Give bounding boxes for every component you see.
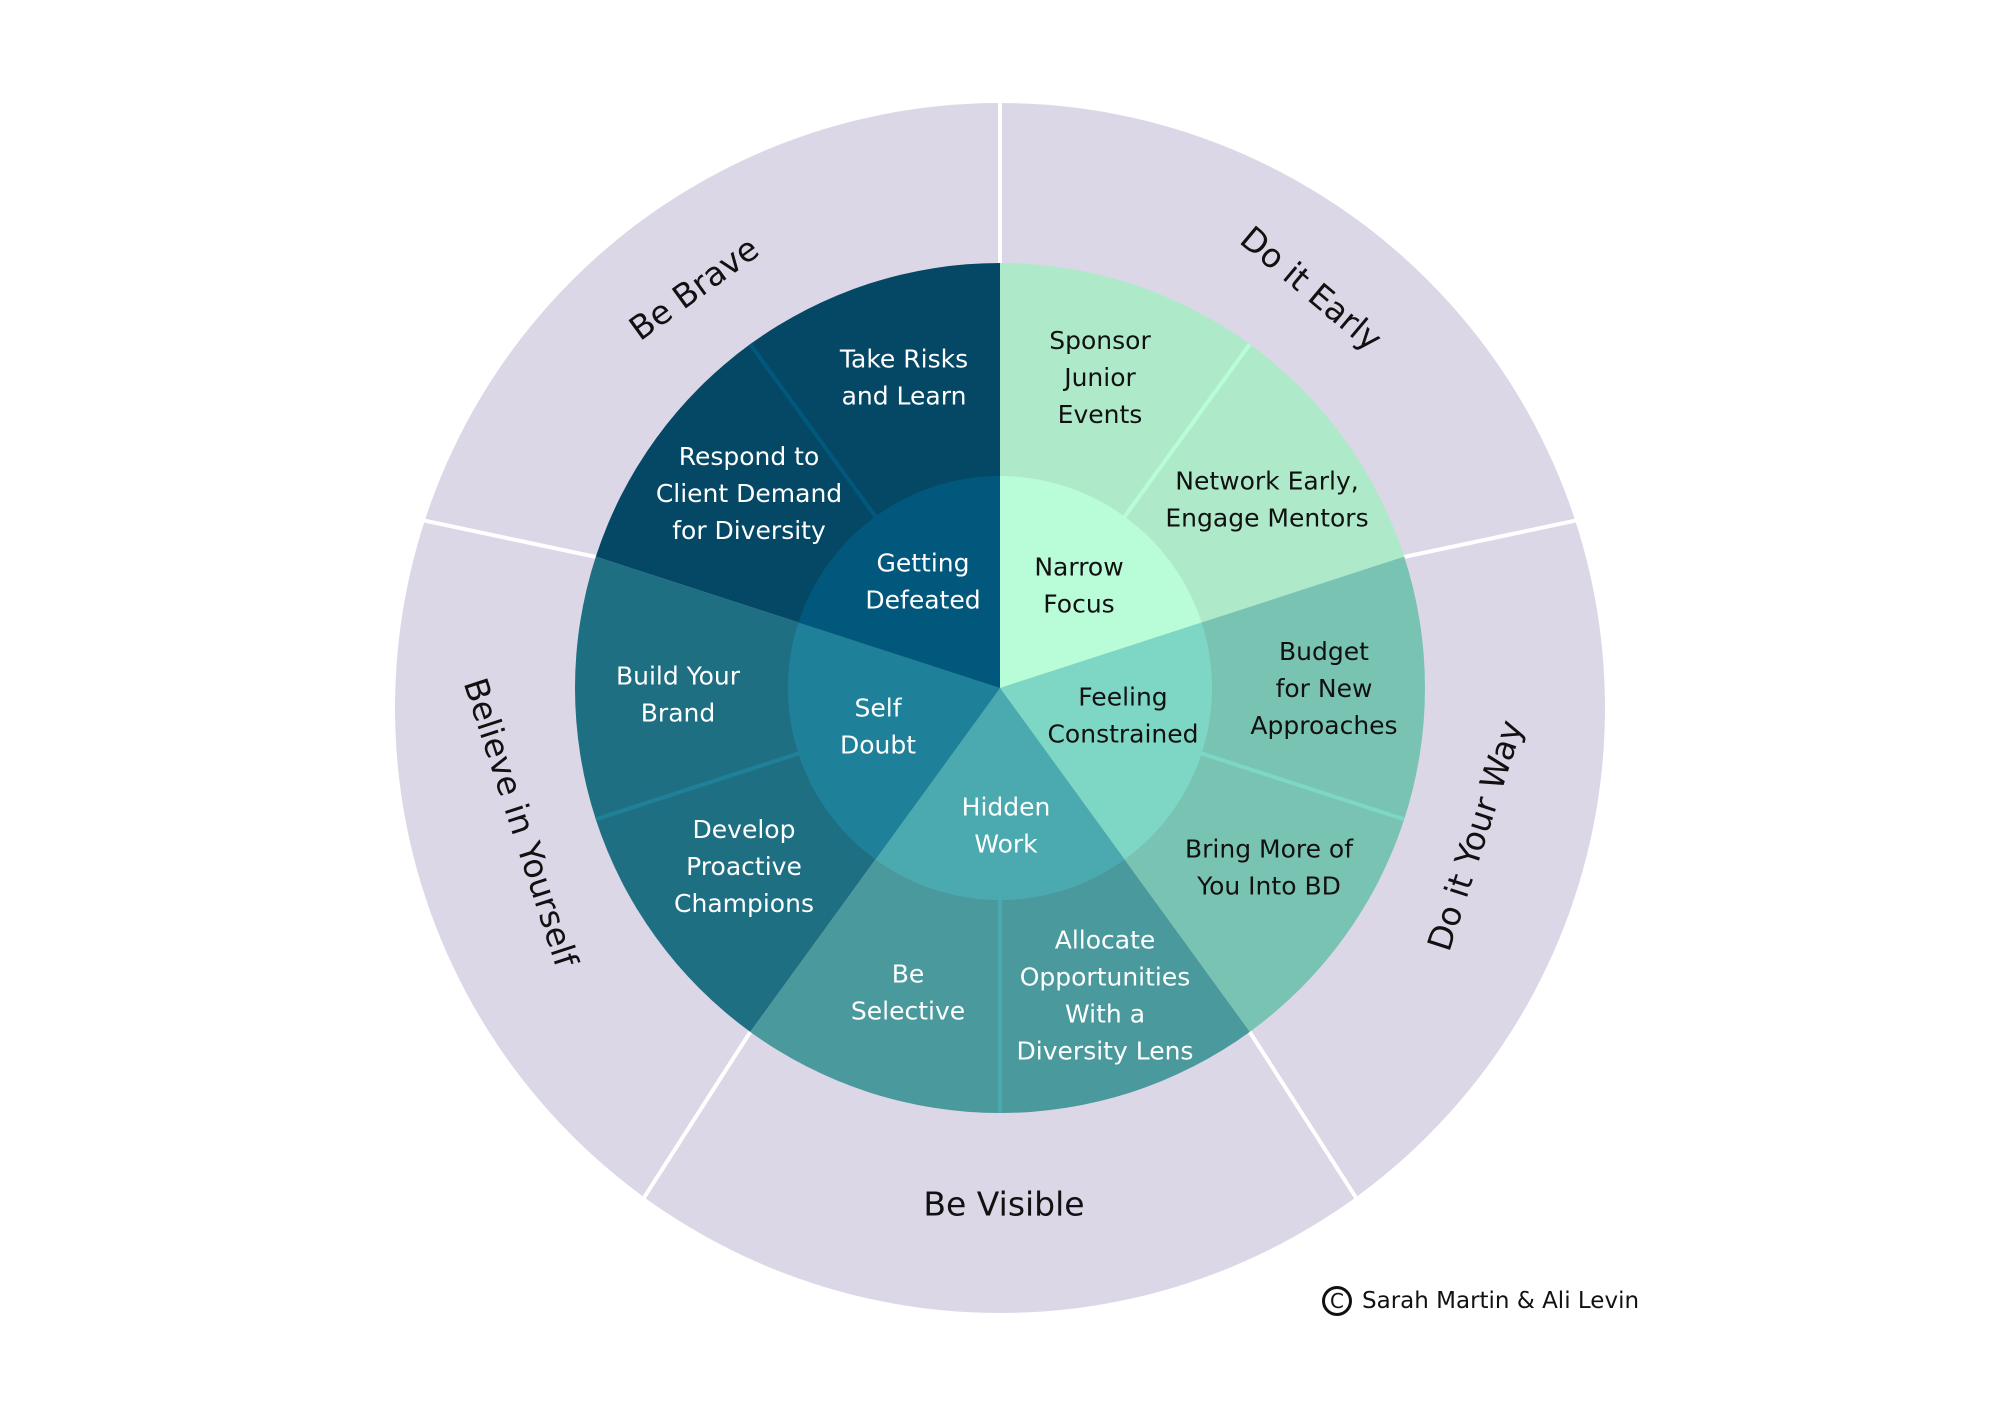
middle-label-allocate-opportunities-with-a-diversity-lens-line: Allocate bbox=[1055, 926, 1156, 955]
inner-label-self-doubt-line: Doubt bbox=[840, 731, 916, 760]
middle-label-bring-more-of-you-into-bd-line: You Into BD bbox=[1196, 872, 1341, 901]
inner-label-getting-defeated-line: Defeated bbox=[865, 586, 980, 615]
middle-label-allocate-opportunities-with-a-diversity-lens-line: With a bbox=[1065, 1000, 1145, 1029]
middle-sub-divider bbox=[1199, 750, 1405, 822]
middle-label-sponsor-junior-events-line: Junior bbox=[1062, 363, 1136, 392]
outer-divider bbox=[640, 1029, 754, 1202]
inner-label-narrow-focus-line: Narrow bbox=[1034, 553, 1123, 582]
inner-label-self-doubt-line: Self bbox=[855, 694, 903, 723]
inner-sector-self-doubt bbox=[788, 622, 1000, 860]
inner-label-feeling-constrained-line: Constrained bbox=[1047, 720, 1198, 749]
middle-label-build-your-brand-line: Build Your bbox=[616, 662, 741, 691]
copyright-text: Sarah Martin & Ali Levin bbox=[1362, 1288, 1640, 1314]
middle-sub-divider bbox=[595, 750, 801, 822]
middle-label-budget-for-new-approaches-line: Budget bbox=[1279, 637, 1369, 666]
copyright: C Sarah Martin & Ali Levin bbox=[1322, 1286, 1639, 1316]
inner-label-hidden-work-line: Hidden bbox=[962, 793, 1051, 822]
middle-label-take-risks-and-learn: Take Risks and Learn bbox=[839, 345, 968, 411]
middle-label-sponsor-junior-events-line: Sponsor bbox=[1049, 326, 1151, 355]
middle-label-respond-to-client-demand-for-diversity: Respond to Client Demand for Diversity bbox=[656, 442, 842, 545]
inner-label-narrow-focus-line: Focus bbox=[1043, 590, 1114, 619]
middle-label-develop-proactive-champions-line: Proactive bbox=[686, 852, 802, 881]
middle-label-develop-proactive-champions-line: Champions bbox=[674, 889, 814, 918]
inner-sector-hidden-work bbox=[875, 688, 1125, 900]
middle-label-bring-more-of-you-into-bd-line: Bring More of bbox=[1185, 835, 1354, 864]
outer-divider bbox=[420, 517, 599, 560]
middle-label-network-early-engage-mentors-line: Engage Mentors bbox=[1165, 504, 1368, 533]
middle-label-take-risks-and-learn-line: Take Risks bbox=[839, 345, 968, 374]
middle-label-be-selective-line: Selective bbox=[851, 997, 965, 1026]
middle-label-be-selective-line: Be bbox=[892, 960, 925, 989]
middle-label-sponsor-junior-events-line: Events bbox=[1058, 400, 1143, 429]
outer-divider bbox=[1246, 1029, 1360, 1202]
middle-label-allocate-opportunities-with-a-diversity-lens-line: Diversity Lens bbox=[1017, 1037, 1194, 1066]
middle-label-budget-for-new-approaches-line: Approaches bbox=[1250, 711, 1397, 740]
middle-label-budget-for-new-approaches-line: for New bbox=[1276, 674, 1373, 703]
inner-label-getting-defeated-line: Getting bbox=[876, 549, 969, 578]
copyright-icon: C bbox=[1322, 1286, 1352, 1316]
middle-sub-divider bbox=[748, 342, 879, 520]
inner-sector-getting-defeated bbox=[798, 476, 1000, 688]
inner-sector-feeling-constrained bbox=[1000, 622, 1213, 860]
middle-label-develop-proactive-champions-line: Develop bbox=[693, 815, 796, 844]
middle-label-bring-more-of-you-into-bd: Bring More of You Into BD bbox=[1185, 835, 1354, 901]
inner-ring bbox=[788, 476, 1213, 900]
inner-sector-narrow-focus bbox=[1000, 476, 1202, 688]
outer-divider bbox=[1401, 517, 1580, 560]
inner-label-feeling-constrained-line: Feeling bbox=[1078, 683, 1167, 712]
middle-label-network-early-engage-mentors: Network Early, Engage Mentors bbox=[1165, 467, 1368, 533]
middle-label-allocate-opportunities-with-a-diversity-lens-line: Opportunities bbox=[1020, 963, 1191, 992]
middle-label-network-early-engage-mentors-line: Network Early, bbox=[1175, 467, 1358, 496]
middle-label-take-risks-and-learn-line: and Learn bbox=[842, 382, 967, 411]
outer-label-be-visible: Be Visible bbox=[923, 1185, 1084, 1224]
middle-label-respond-to-client-demand-for-diversity-line: Respond to bbox=[679, 442, 820, 471]
middle-label-build-your-brand-line: Brand bbox=[641, 699, 715, 728]
middle-label-respond-to-client-demand-for-diversity-line: for Diversity bbox=[672, 516, 826, 545]
inner-label-hidden-work-line: Work bbox=[974, 830, 1038, 859]
middle-label-respond-to-client-demand-for-diversity-line: Client Demand bbox=[656, 479, 842, 508]
middle-sub-divider bbox=[1121, 342, 1252, 520]
